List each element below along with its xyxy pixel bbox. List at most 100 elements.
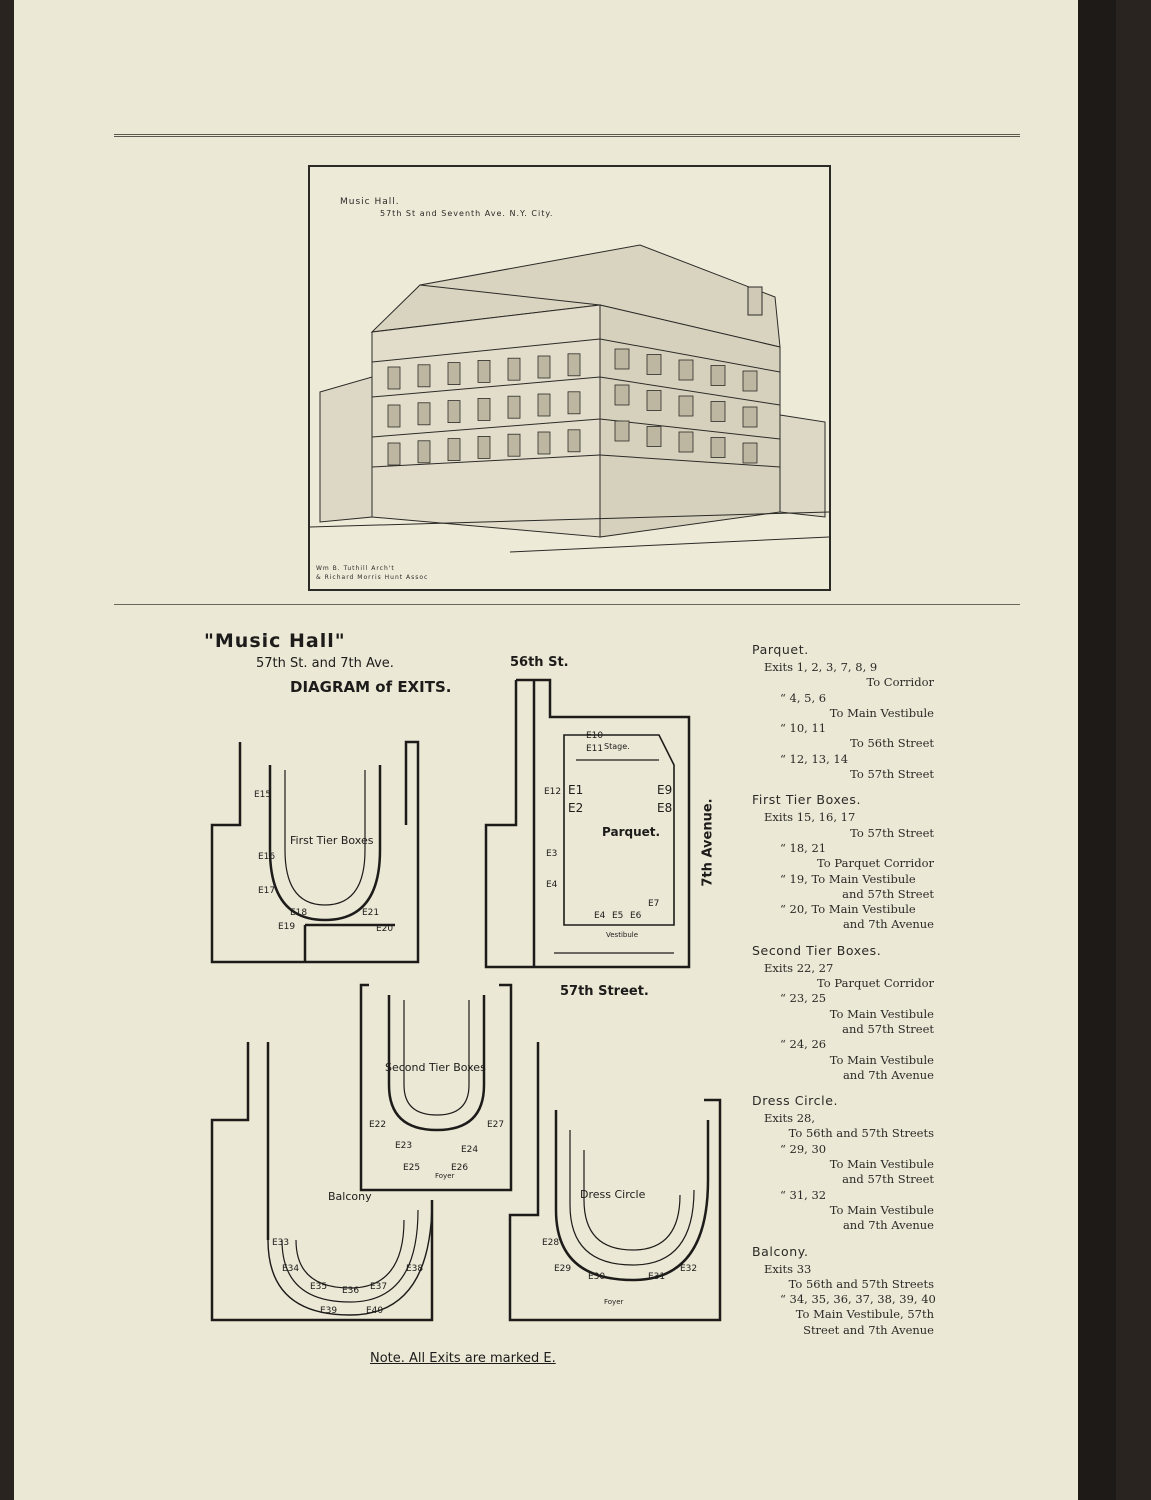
exit-tag: E6 [630, 911, 642, 921]
diagram-heading: DIAGRAM of EXITS. [290, 678, 452, 696]
sketch-window [646, 390, 662, 411]
sketch-window [646, 354, 662, 375]
dress-circle-foyer-label: Foyer [604, 1298, 624, 1306]
parquet-label: Parquet. [602, 825, 661, 839]
exit-tag: E32 [680, 1264, 698, 1274]
sketch-window [614, 384, 630, 406]
legend-line: To Main Vestibule [829, 705, 934, 720]
sketch-window [567, 391, 581, 415]
sketch-window [614, 420, 630, 442]
sketch-window [678, 431, 694, 453]
exit-tag: E20 [376, 924, 394, 934]
sketch-window [537, 431, 551, 455]
top-rule [114, 134, 1020, 137]
legend-heading: Second Tier Boxes. [752, 942, 882, 958]
legend-line: To 56th and 57th Streets [788, 1126, 934, 1141]
sketch-window [417, 402, 431, 426]
first-tier-plan: First Tier Boxes E15 E16 E17 E18 E19 E20… [210, 740, 420, 965]
exit-tag: E39 [320, 1306, 338, 1316]
parquet-plan: Parquet. Stage. Vestibule E10 E11 E1 E2 … [484, 675, 696, 975]
sketch-caption-title: Music Hall. [340, 197, 400, 207]
sketch-window [507, 357, 521, 381]
legend-line: To Main Vestibule [829, 1006, 934, 1021]
exit-tag: E31 [648, 1272, 666, 1282]
exit-tag: E36 [342, 1286, 360, 1296]
exit-tag: E33 [272, 1238, 290, 1248]
legend-line: To Main Vestibule [829, 1202, 934, 1217]
legend-line: To Corridor [866, 675, 934, 690]
sketch-window [507, 433, 521, 457]
exit-tag: E29 [554, 1264, 572, 1274]
vestibule-label: Vestibule [606, 931, 639, 939]
sketch-window [742, 442, 758, 464]
sketch-window [646, 426, 662, 447]
exit-tag: E30 [588, 1272, 606, 1282]
first-tier-label: First Tier Boxes [290, 834, 374, 847]
sketch-window [477, 397, 491, 421]
legend-line: and 57th Street [842, 1021, 934, 1036]
legend-heading: Balcony. [752, 1243, 809, 1259]
exit-tag: E37 [370, 1282, 388, 1292]
exit-tag: E11 [586, 744, 604, 754]
exit-tag: E27 [487, 1120, 505, 1130]
avenue-7-label: 7th Avenue. [700, 798, 716, 887]
exit-tag: E1 [568, 783, 584, 797]
legend-line: Exits 22, 27 [764, 960, 834, 975]
sketch-window [417, 440, 431, 464]
legend-line: “ 12, 13, 14 [780, 751, 849, 766]
dress-circle-plan: Dress Circle Foyer E28 E29 E30 E31 E32 [508, 1040, 728, 1325]
balcony-label: Balcony [328, 1190, 372, 1203]
sketch-caption-associate: & Richard Morris Hunt Assoc [316, 574, 429, 581]
legend-line: To 56th Street [850, 736, 934, 751]
torn-page-edge [1078, 0, 1116, 1500]
sketch-window [387, 366, 401, 390]
exit-tag: E22 [369, 1120, 387, 1130]
second-tier-label: Second Tier Boxes [385, 1061, 486, 1074]
legend-second-tier: Second Tier Boxes. Exits 22, 27 To Parqu… [752, 943, 952, 1083]
legend-line: To 56th and 57th Streets [788, 1276, 934, 1291]
sketch-window [567, 353, 581, 377]
legend-balcony: Balcony. Exits 33 To 56th and 57th Stree… [752, 1244, 952, 1338]
dress-circle-label: Dress Circle [580, 1188, 646, 1201]
street-56-label: 56th St. [510, 655, 569, 670]
exit-tag: E4 [546, 880, 558, 890]
legend-first-tier: First Tier Boxes. Exits 15, 16, 17 To 57… [752, 792, 952, 932]
legend-line: and 7th Avenue [842, 917, 934, 932]
exit-tag: E8 [657, 801, 673, 815]
exit-tag: E38 [406, 1264, 424, 1274]
sketch-window [387, 442, 401, 466]
sketch-window [710, 437, 726, 458]
legend-line: To 57th Street [850, 825, 934, 840]
legend-heading: Parquet. [752, 642, 809, 657]
exit-tag: E4 [594, 911, 606, 921]
exit-tag: E34 [282, 1264, 300, 1274]
legend-line: Exits 28, [764, 1111, 816, 1126]
exit-tag: E12 [544, 787, 562, 797]
legend-line: To 57th Street [850, 767, 934, 782]
legend-dress-circle: Dress Circle. Exits 28, To 56th and 57th… [752, 1093, 952, 1233]
exit-tag: E21 [362, 908, 380, 918]
exit-tag: E17 [258, 886, 276, 896]
diagram-title: "Music Hall" [204, 630, 346, 652]
legend-line: “ 29, 30 [780, 1141, 827, 1156]
exit-tag: E19 [278, 922, 296, 932]
sketch-window [477, 359, 491, 383]
exit-tag: E10 [586, 731, 604, 741]
exit-tag: E15 [254, 790, 272, 800]
sketch-caption-address: 57th St and Seventh Ave. N.Y. City. [380, 209, 554, 218]
second-tier-plan: Second Tier Boxes Foyer E22 E23 E24 E25 … [359, 975, 519, 1195]
exit-tag: E24 [461, 1145, 479, 1155]
exit-tag: E28 [542, 1238, 560, 1248]
legend-heading: Dress Circle. [752, 1093, 839, 1109]
legend-line: “ 34, 35, 36, 37, 38, 39, 40 [780, 1292, 936, 1307]
sketch-window [710, 401, 726, 422]
exit-tag: E5 [612, 911, 624, 921]
legend-line: and 57th Street [842, 1172, 934, 1187]
legend-line: To Parquet Corridor [817, 856, 934, 871]
document-page: Music Hall. 57th St and Seventh Ave. N.Y… [14, 0, 1116, 1500]
legend-line: “ 23, 25 [780, 991, 827, 1006]
legend-line: “ 20, To Main Vestibule [780, 902, 916, 917]
legend-line: Exits 1, 2, 3, 7, 8, 9 [764, 660, 878, 674]
exit-tag: E23 [395, 1141, 413, 1151]
legend-heading: First Tier Boxes. [752, 792, 862, 808]
